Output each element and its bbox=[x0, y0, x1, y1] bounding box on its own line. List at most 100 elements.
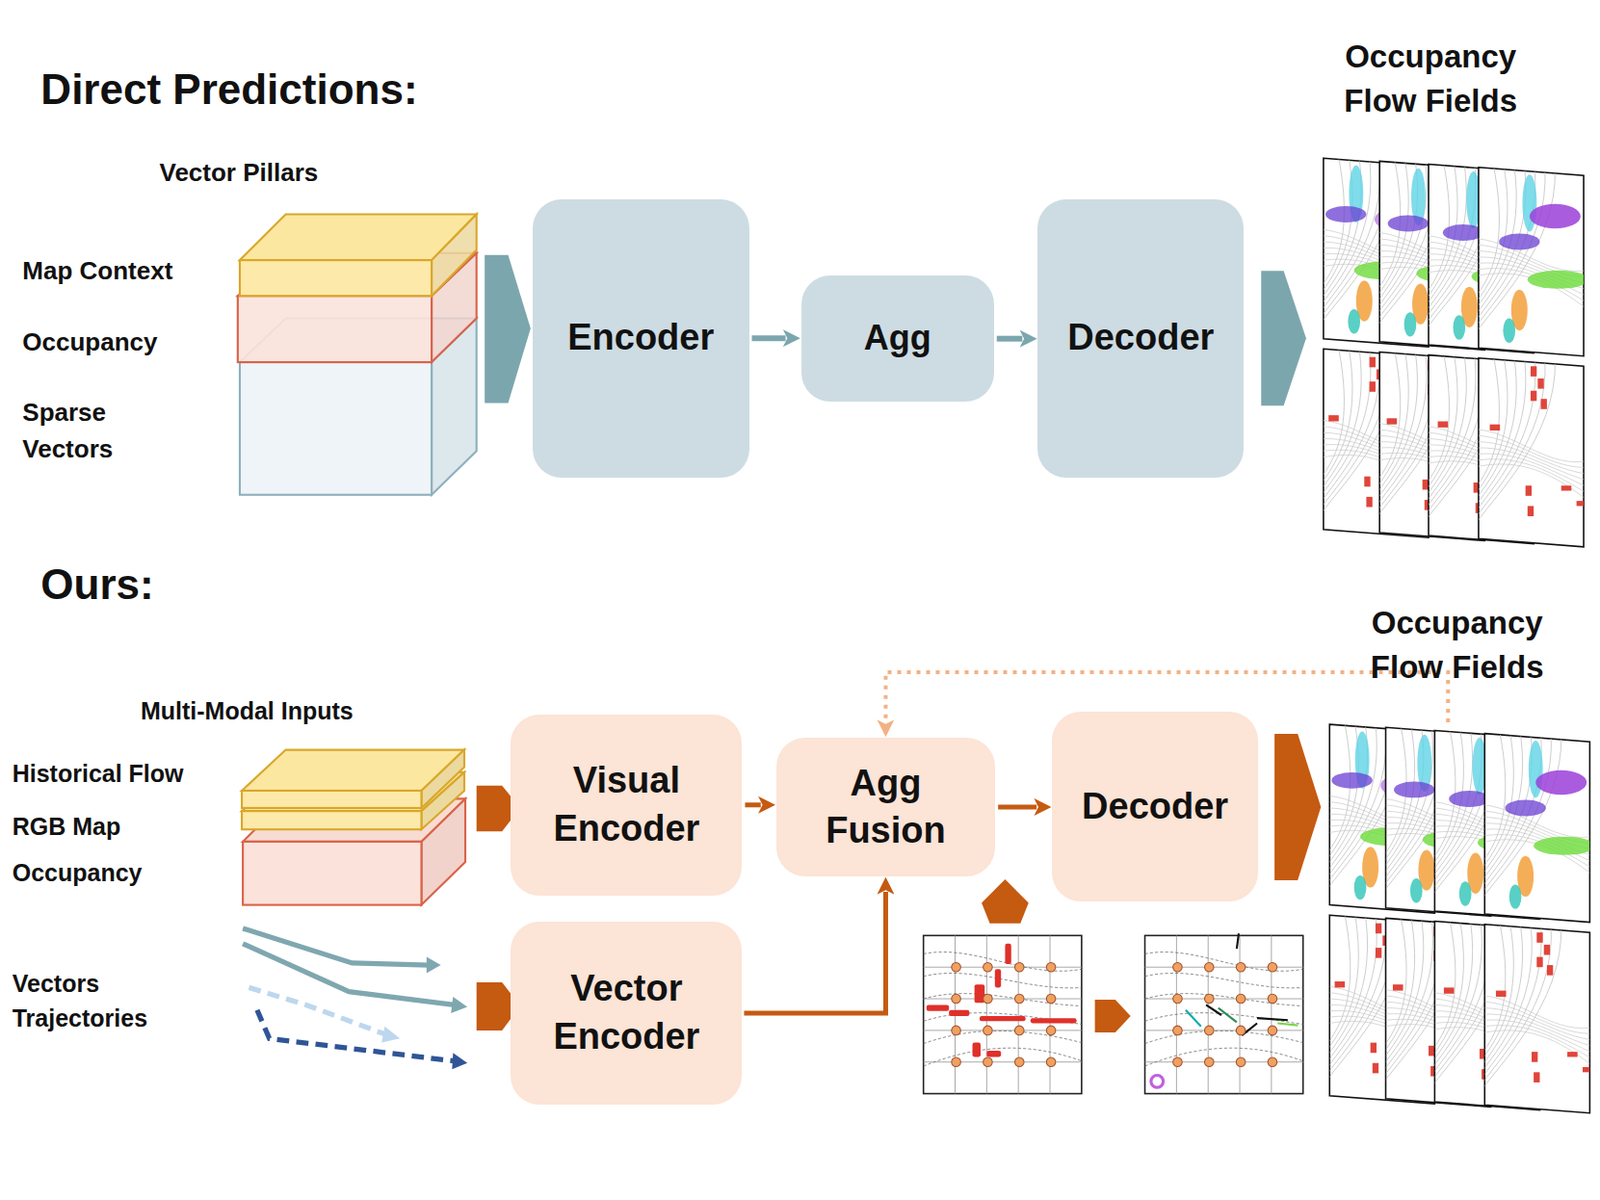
vector-pillars-stack bbox=[237, 213, 477, 495]
figure-stroke bbox=[1479, 924, 1542, 1082]
figure-stroke bbox=[1473, 358, 1536, 516]
figure-stroke bbox=[1479, 734, 1514, 873]
figure-stroke bbox=[1145, 1030, 1304, 1044]
figure-stroke bbox=[1335, 981, 1346, 988]
figure-stroke bbox=[1473, 358, 1546, 522]
figure-stroke bbox=[1537, 378, 1544, 390]
figure-stroke bbox=[1235, 1025, 1246, 1036]
figure-stroke bbox=[1504, 799, 1546, 816]
input-label: Vector Pillars bbox=[158, 155, 318, 192]
fusion-box: Agg Fusion bbox=[776, 737, 996, 877]
occupancy-slab bbox=[242, 841, 421, 906]
figure-stroke bbox=[1372, 1063, 1379, 1075]
figure-stroke bbox=[1374, 160, 1418, 306]
figure-stroke bbox=[1438, 420, 1449, 427]
figure-stroke bbox=[1473, 358, 1508, 498]
trajectory-head bbox=[381, 1026, 400, 1044]
figure-stroke bbox=[1145, 1048, 1304, 1067]
figure-stroke bbox=[1049, 935, 1051, 1094]
figure-stroke bbox=[1479, 924, 1551, 1088]
figure-stroke bbox=[1473, 167, 1546, 331]
figure-stroke bbox=[1404, 312, 1417, 337]
flow-field-sheet bbox=[1479, 734, 1598, 923]
input-label: Multi-Modal Inputs bbox=[140, 693, 354, 729]
figure-stroke bbox=[923, 994, 1082, 1007]
figure-stroke bbox=[923, 935, 1082, 1094]
figure-stroke bbox=[1207, 935, 1209, 1094]
figure-stroke bbox=[1502, 318, 1516, 343]
figure-stroke bbox=[1442, 224, 1484, 241]
figure-stroke bbox=[1236, 933, 1239, 949]
figure-stroke bbox=[1375, 947, 1382, 959]
figure-stroke bbox=[1145, 967, 1304, 969]
trajectory-head bbox=[426, 957, 442, 974]
figure-stroke bbox=[1318, 348, 1363, 494]
figure-stroke bbox=[1535, 770, 1587, 795]
figure-stroke bbox=[1380, 727, 1424, 872]
box-label: Agg Fusion bbox=[776, 760, 996, 856]
figure-stroke bbox=[1365, 497, 1372, 508]
figure-stroke bbox=[1473, 358, 1518, 503]
figure-stroke bbox=[983, 962, 994, 972]
grid-figures bbox=[923, 933, 1304, 1094]
figure-stroke bbox=[1347, 309, 1361, 334]
figure-stroke bbox=[1495, 991, 1507, 997]
figure-stroke bbox=[1046, 1057, 1056, 1068]
figure-stroke bbox=[1145, 935, 1304, 1094]
figure-stroke bbox=[1479, 734, 1506, 867]
figure-stroke bbox=[1318, 157, 1353, 297]
figure-stroke bbox=[1479, 924, 1562, 1095]
figure-stroke bbox=[948, 1010, 970, 1017]
figure-stroke bbox=[1484, 1030, 1598, 1070]
figure-stroke bbox=[1479, 924, 1506, 1058]
flow-side bbox=[420, 750, 464, 809]
figure-stroke bbox=[1374, 351, 1409, 491]
figure-stroke bbox=[1218, 1008, 1237, 1023]
figure-stroke bbox=[1324, 915, 1368, 1060]
trajectory bbox=[257, 1010, 454, 1062]
figure-stroke bbox=[1429, 921, 1456, 1055]
figure-stroke bbox=[1423, 355, 1458, 495]
figure-stroke bbox=[1325, 206, 1366, 223]
figure-stroke bbox=[1205, 1057, 1215, 1068]
figure-stroke bbox=[1429, 921, 1464, 1061]
figure-stroke bbox=[1509, 884, 1522, 909]
figure-stroke bbox=[1448, 790, 1490, 808]
figure-stroke bbox=[1370, 1043, 1377, 1054]
figure-stroke bbox=[1318, 348, 1381, 506]
figure-stroke bbox=[1206, 1004, 1222, 1016]
figure-stroke bbox=[923, 952, 1082, 972]
figure-stroke bbox=[1541, 398, 1548, 410]
figure-stroke bbox=[1536, 957, 1543, 969]
trajectory-head bbox=[450, 996, 468, 1014]
figure-stroke bbox=[1354, 875, 1367, 900]
input-label: RGB Map bbox=[12, 809, 122, 844]
flow-arrow bbox=[996, 336, 1023, 342]
input-label: Map Context bbox=[22, 253, 173, 290]
input-label: Vectors Trajectories bbox=[12, 966, 177, 1037]
box-label: Vector Encoder bbox=[510, 965, 742, 1061]
figure-stroke bbox=[1479, 924, 1598, 1095]
figure-stroke bbox=[1561, 485, 1573, 491]
figure-stroke bbox=[1324, 724, 1351, 858]
flow-arrow bbox=[997, 804, 1037, 810]
figure-stroke bbox=[1145, 998, 1304, 1000]
figure-stroke bbox=[1235, 1057, 1246, 1068]
input-label: Sparse Vectors bbox=[22, 394, 138, 468]
figure-stroke bbox=[951, 1025, 962, 1036]
box-label: Decoder bbox=[1053, 314, 1228, 362]
output-stack: Occupancy Flow Fields bbox=[1329, 724, 1593, 1099]
section-heading: Direct Predictions: bbox=[40, 58, 418, 121]
figure-stroke bbox=[1380, 918, 1443, 1076]
figure-stroke bbox=[1527, 505, 1534, 517]
flow-arrow bbox=[744, 802, 761, 808]
figure-stroke bbox=[983, 994, 994, 1004]
figure-stroke bbox=[1018, 935, 1020, 1094]
figure-stroke bbox=[1363, 476, 1370, 488]
grid-figure bbox=[1145, 933, 1304, 1094]
figure-stroke bbox=[1145, 952, 1304, 972]
figure-stroke bbox=[1479, 924, 1523, 1070]
grid-block-arrow bbox=[1095, 999, 1131, 1033]
figure-stroke bbox=[923, 1029, 1082, 1031]
